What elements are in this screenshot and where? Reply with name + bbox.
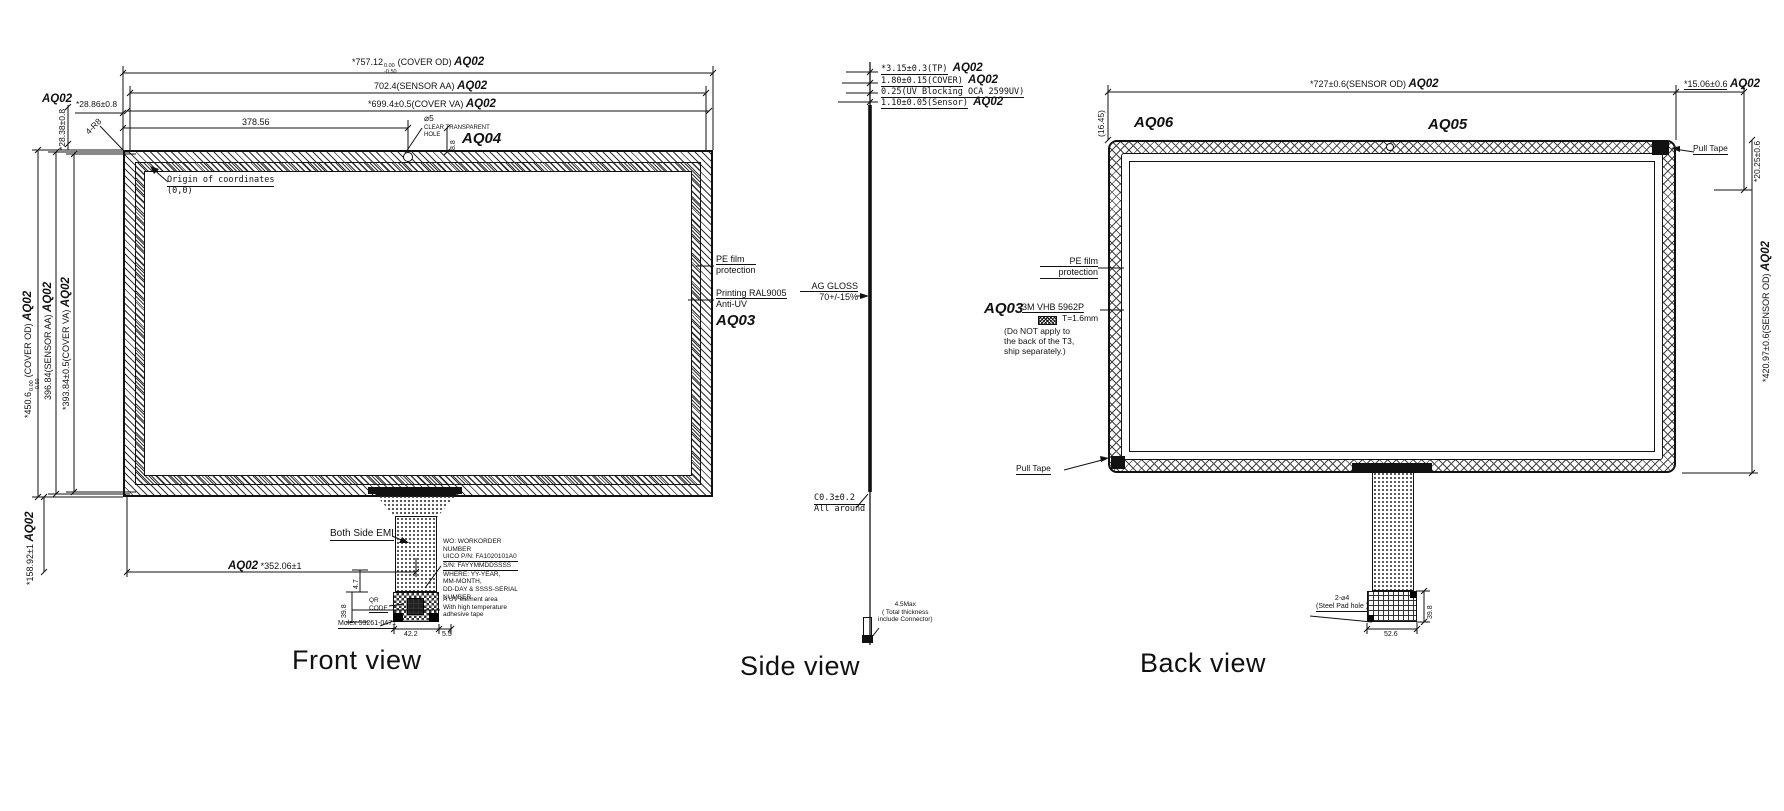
corner-radius-note: 4-R8 bbox=[83, 116, 104, 137]
stack-layer-oca: 0.25(UV Blocking OCA 2599UV) bbox=[881, 87, 1025, 98]
uv-element-note: A UV element area With high temperature … bbox=[443, 596, 507, 619]
back-pe-film-label: PE film protection bbox=[1040, 256, 1098, 279]
dim-back-connector-width: 52.6 bbox=[1384, 631, 1398, 638]
back-pull-tape-top-right bbox=[1652, 141, 1669, 155]
pull-tape-bottom-label: Pull Tape bbox=[1016, 463, 1051, 475]
dim-front-tail-height: *158.92±1 AQ02 bbox=[24, 511, 36, 585]
dim-corner-v: *28.38±0.8 bbox=[57, 108, 67, 150]
dim-back-connector-height: 39.8 bbox=[1427, 605, 1434, 619]
printing-label: Printing RAL9005 Anti-UV bbox=[716, 288, 787, 310]
dim-corner-h: *28.86±0.8 bbox=[76, 99, 118, 109]
front-tail-connector-pad-right bbox=[429, 613, 439, 622]
workorder-note: WO: WORKORDER NUMBER UICO P/N: FA1020101… bbox=[443, 538, 518, 601]
dim-front-tail-x: AQ02 *352.06±1 bbox=[228, 560, 302, 572]
back-tail-connector bbox=[1367, 591, 1417, 622]
pull-tape-top-label: Pull Tape bbox=[1693, 143, 1728, 155]
tolerance-stack: 0.00-0.50 bbox=[384, 63, 397, 75]
dim-back-sensor-od-width: *727±0.6(SENSOR OD) AQ02 bbox=[1310, 78, 1439, 90]
tolerance-stack: 0.00-0.50 bbox=[29, 378, 41, 391]
hole-diameter: ⌀5 bbox=[424, 113, 434, 123]
front-tail-qr-code bbox=[407, 598, 424, 615]
adhesive-thickness: T=1.6mm bbox=[1062, 313, 1099, 323]
dim-front-cover-va-height: *393.84±0.5(COVER VA) AQ02 bbox=[60, 277, 72, 410]
aq02-tag: AQ02 bbox=[968, 74, 999, 86]
dim-hole-offset: 8.8 bbox=[450, 140, 457, 150]
aq02-tag: AQ02 bbox=[42, 281, 54, 312]
aq02-tag: AQ02 bbox=[454, 56, 485, 68]
front-tail-fpc bbox=[395, 516, 437, 592]
stack-layer-sensor: 1.10±0.05(Sensor) AQ02 bbox=[881, 96, 1004, 109]
dim-tail-422: 42.2 bbox=[404, 631, 418, 638]
qr-code-label: QR CODE bbox=[369, 597, 388, 614]
aq02-tag: AQ02 bbox=[973, 96, 1004, 108]
emi-label: Both Side EMI bbox=[330, 528, 394, 541]
steel-pad-hole-note: 2-⌀4 (Steel Pad hole ) bbox=[1316, 595, 1369, 613]
back-tail-fpc bbox=[1372, 471, 1414, 591]
dim-tail-47: 4.7 bbox=[353, 579, 360, 589]
adhesive-swatch bbox=[1038, 316, 1057, 325]
total-thickness-note: 4.5Max ( Total thickness include Connect… bbox=[878, 601, 933, 624]
adhesive-note: (Do NOT apply to the back of the T3, shi… bbox=[1004, 326, 1075, 356]
aq02-tag: AQ02 bbox=[24, 511, 36, 542]
aq02-tag: AQ02 bbox=[22, 290, 34, 321]
dim-back-margin: (16.45) bbox=[1096, 110, 1106, 137]
aq05-tag: AQ05 bbox=[1428, 116, 1468, 133]
front-tail-stiffener bbox=[368, 487, 462, 494]
side-view-title: Side view bbox=[740, 651, 861, 681]
stack-layer-tp: *3.15±0.3(TP) AQ02 bbox=[881, 62, 983, 75]
front-panel-cover-outline bbox=[123, 150, 713, 497]
ag-gloss-label: AG GLOSS 70+/-15% bbox=[800, 281, 858, 303]
chamfer-note: C0.3±0.2 All around bbox=[814, 493, 866, 514]
origin-note: Origin of coordinates (0,0) bbox=[167, 175, 275, 196]
dim-front-sensor-aa-width: 702.4(SENSOR AA) AQ02 bbox=[374, 80, 488, 92]
back-connector-pad-bl bbox=[1368, 615, 1374, 621]
aq02-tag: AQ02 bbox=[465, 98, 496, 110]
dim-front-cover-va-width: *699.4±0.5(COVER VA) AQ02 bbox=[368, 98, 496, 110]
dim-tail-55: 5.5 bbox=[442, 631, 452, 638]
hole-note: CLEAR TRANSPARENT HOLE bbox=[424, 125, 490, 139]
aq04-tag: AQ04 bbox=[462, 130, 502, 147]
back-connector-pad-tl bbox=[1410, 592, 1416, 598]
dim-back-tape-height: *20.25±0.6 bbox=[1752, 140, 1762, 182]
back-tail-stiffener bbox=[1352, 463, 1432, 471]
back-panel-sensor-outline bbox=[1129, 161, 1655, 452]
front-tail-shoulder bbox=[375, 494, 457, 517]
dim-back-tail-offset: *15.06±0.6 AQ02 bbox=[1684, 78, 1761, 90]
aq02-tag: AQ02 bbox=[1408, 78, 1439, 90]
front-view-title: Front view bbox=[292, 645, 422, 675]
dim-back-sensor-od-height: *420.97±0.6(SENSOR OD) AQ02 bbox=[1760, 240, 1772, 382]
aq02-tag: AQ02 bbox=[1730, 78, 1761, 90]
connector-part-number: Molex 53261-0471 bbox=[338, 620, 396, 630]
aq02-tag: AQ02 bbox=[228, 560, 259, 572]
side-connector-base bbox=[862, 635, 873, 643]
dim-tail-398: 39.8 bbox=[341, 604, 348, 618]
front-panel-active-area bbox=[144, 171, 692, 476]
aq02-tag: AQ02 bbox=[60, 277, 72, 308]
aq02-tag: AQ02 bbox=[952, 62, 983, 74]
dim-value: *757.12 bbox=[352, 57, 384, 67]
back-pull-tape-bottom-left bbox=[1111, 456, 1125, 469]
aq02-tag: AQ02 bbox=[1760, 240, 1772, 271]
pe-film-label: PE film protection bbox=[716, 254, 756, 276]
back-view-title: Back view bbox=[1140, 648, 1267, 678]
side-linework bbox=[838, 62, 880, 645]
aq02-tag-corner: AQ02 bbox=[42, 93, 73, 105]
aq02-tag: AQ02 bbox=[457, 80, 488, 92]
aq06-tag: AQ06 bbox=[1134, 114, 1174, 131]
stack-layer-cover: 1.80±0.15(COVER) AQ02 bbox=[881, 74, 999, 87]
adhesive-name: 3M VHB 5962P bbox=[1022, 302, 1085, 314]
back-panel-tape-frame bbox=[1108, 140, 1676, 473]
aq03-tag-back: AQ03 bbox=[984, 300, 1024, 317]
dim-front-sensor-aa-height: 396.84(SENSOR AA) AQ02 bbox=[42, 281, 54, 400]
dim-hole-position: 378.56 bbox=[242, 117, 270, 127]
aq03-tag-front: AQ03 bbox=[716, 312, 756, 329]
